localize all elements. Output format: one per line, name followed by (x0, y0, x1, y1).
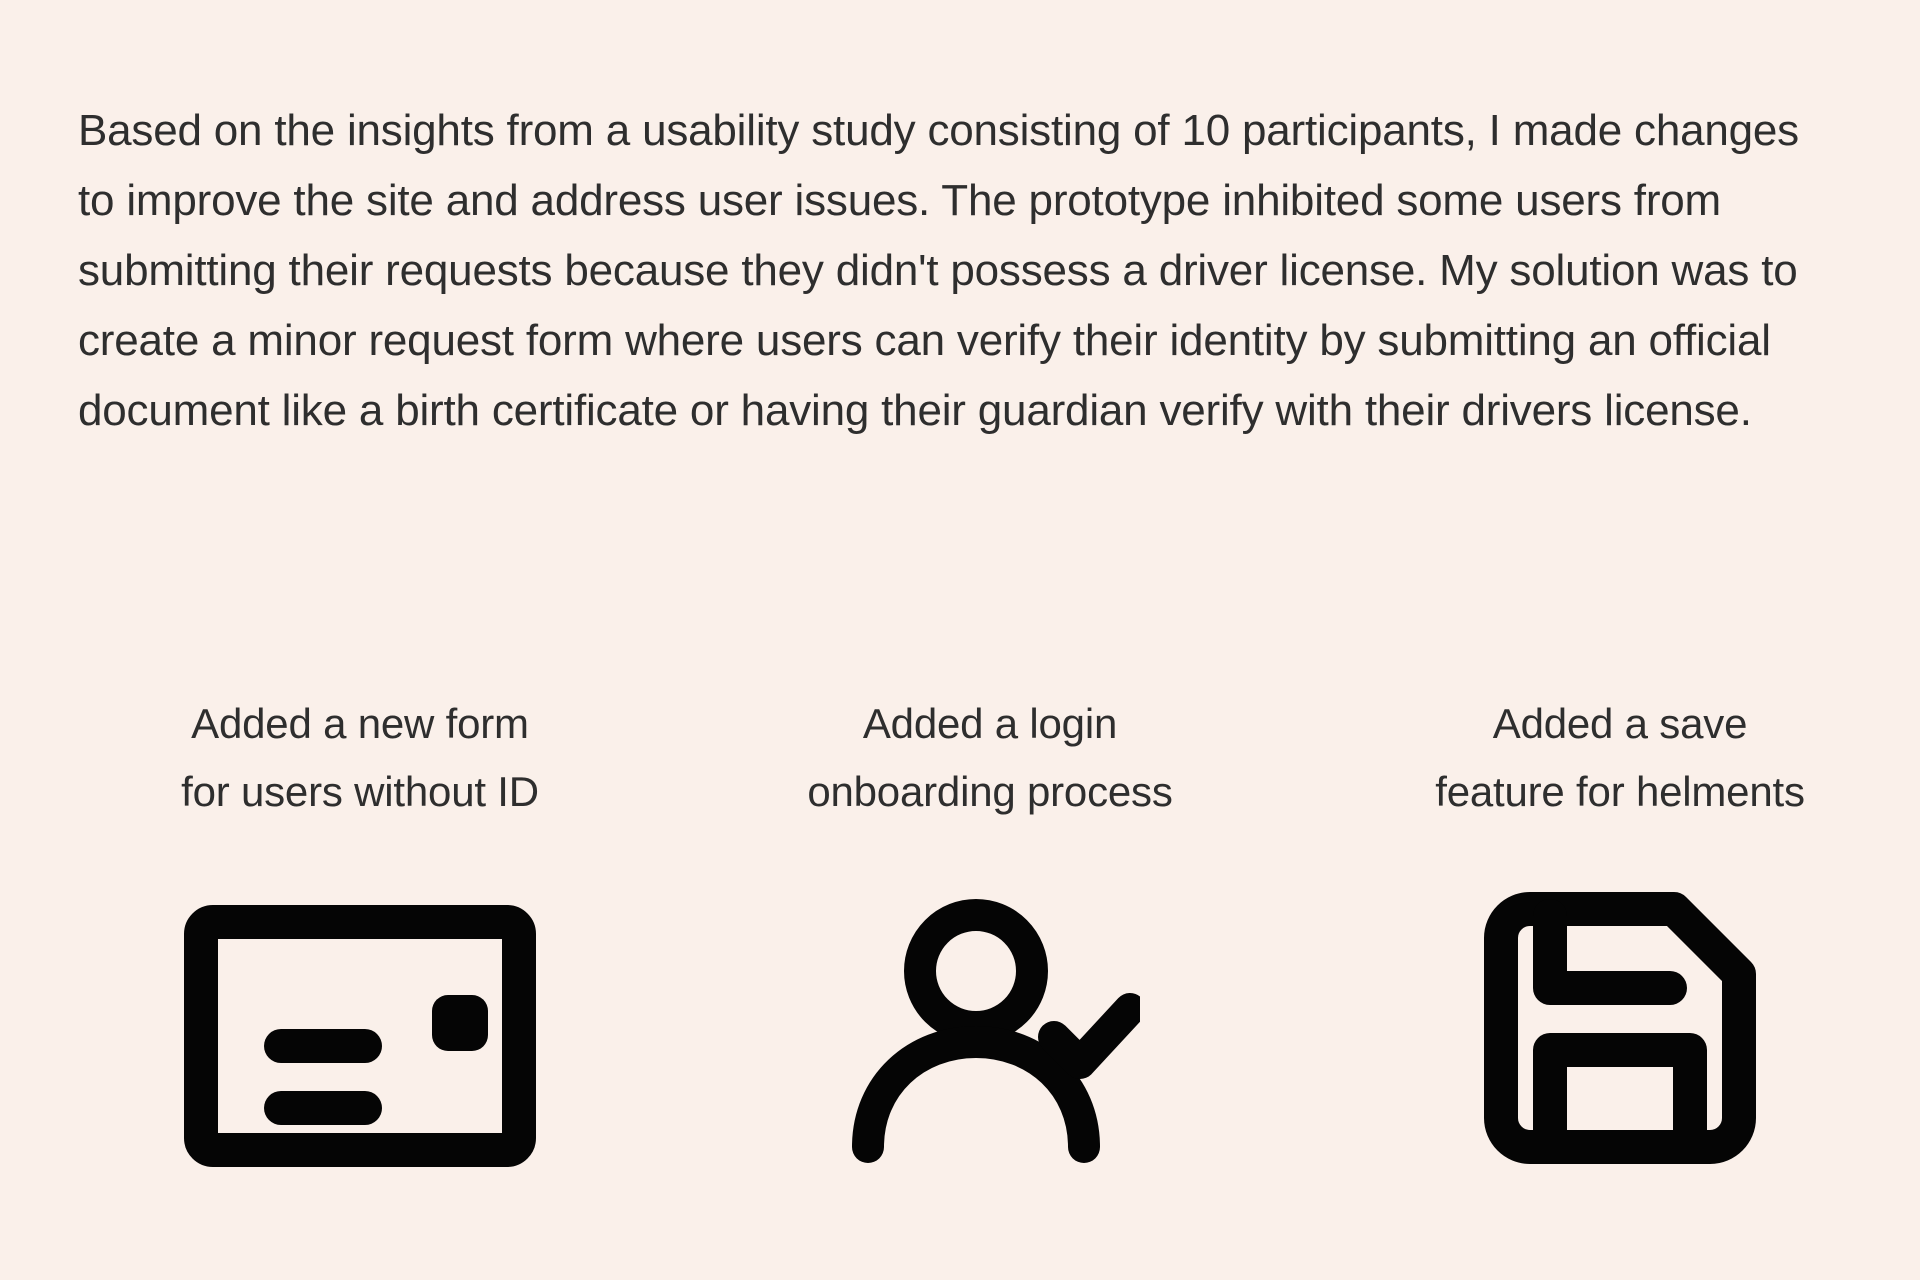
intro-block: Based on the insights from a usability s… (78, 96, 1868, 446)
feature-column-save-feature: Added a save feature for helments (1320, 690, 1920, 1178)
floppy-disk-save-icon (1484, 878, 1756, 1178)
id-card-icon (184, 886, 536, 1186)
feature-columns: Added a new form for users without ID Ad… (60, 690, 1920, 1186)
feature-column-new-form: Added a new form for users without ID (60, 690, 660, 1186)
feature-caption-login-onboarding: Added a login onboarding process (807, 700, 1173, 815)
intro-paragraph: Based on the insights from a usability s… (78, 106, 1799, 435)
feature-caption-save-feature: Added a save feature for helments (1435, 700, 1805, 815)
feature-column-login-onboarding: Added a login onboarding process (690, 690, 1290, 1182)
feature-caption-new-form: Added a new form for users without ID (181, 700, 539, 815)
user-check-icon (840, 882, 1140, 1182)
